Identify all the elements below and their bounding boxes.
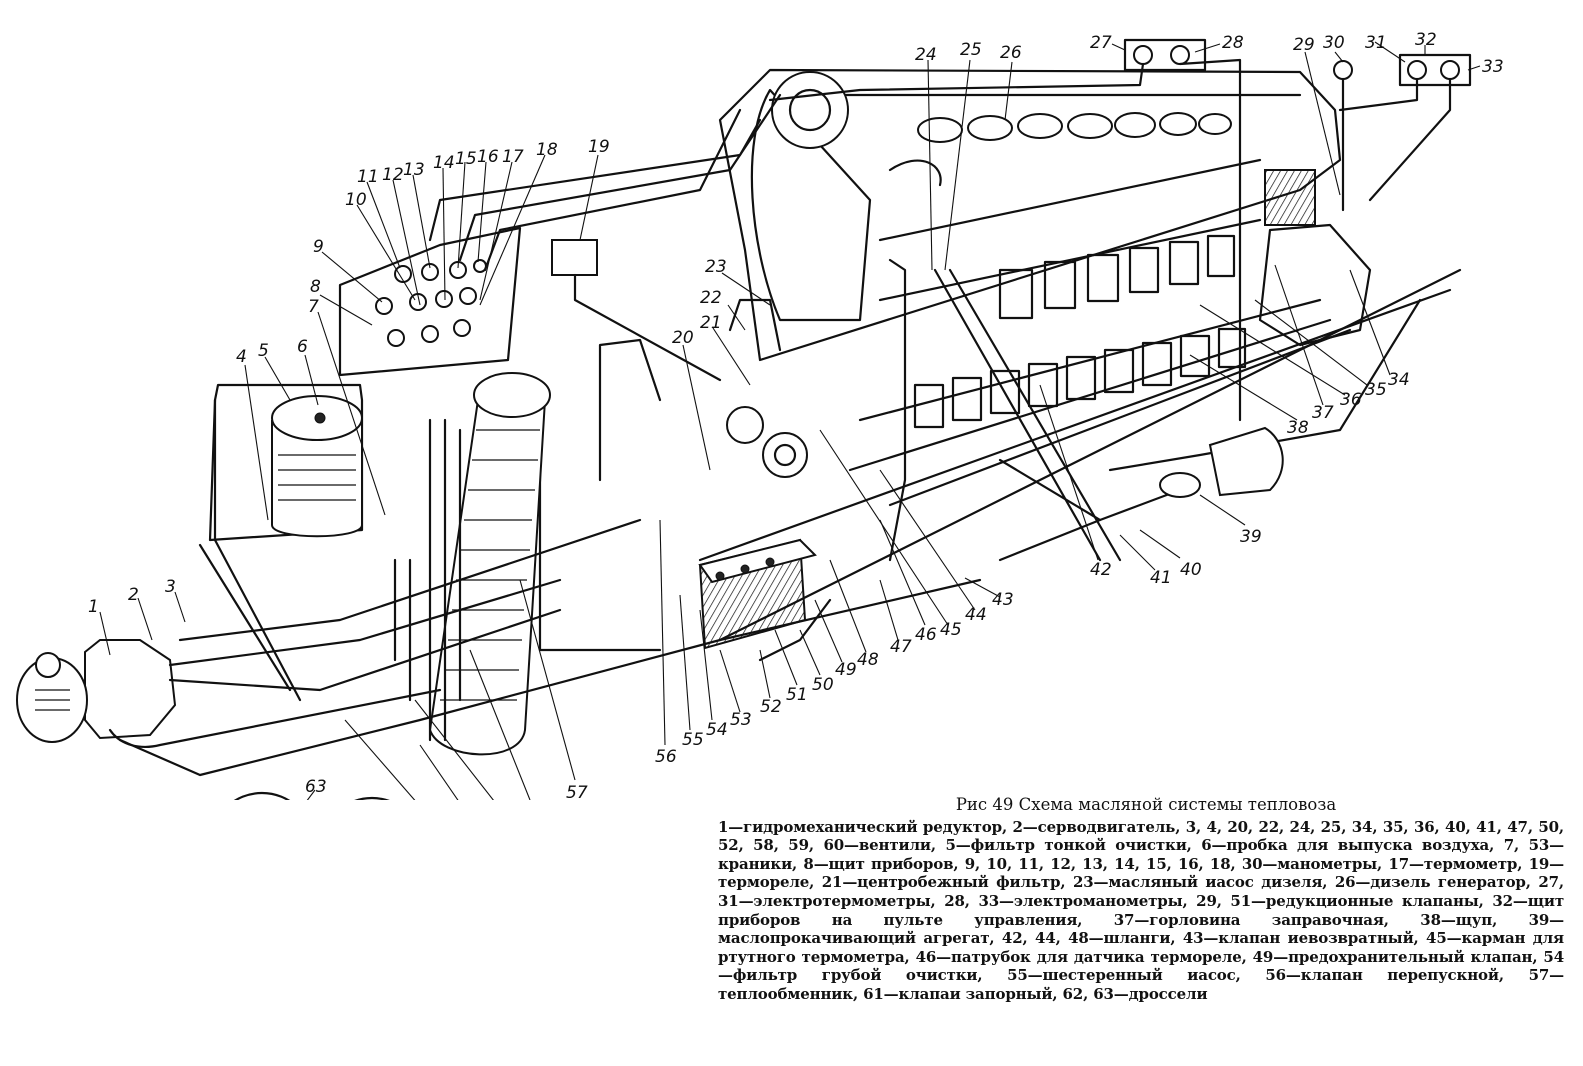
callout-40: 40 <box>1180 560 1202 580</box>
diesel-generator <box>718 68 1372 472</box>
callout-23: 23 <box>705 257 727 277</box>
callout-1: 1 <box>88 597 99 617</box>
callout-14: 14 <box>433 153 455 173</box>
callout-25: 25 <box>960 40 982 60</box>
callout-30: 30 <box>1323 33 1345 53</box>
callout-labels: 1 2 3 4 5 6 7 8 9 10 11 12 13 14 15 16 1… <box>88 30 1504 800</box>
callout-leaders <box>99 41 1481 800</box>
throttle-details <box>233 791 390 800</box>
callout-2: 2 <box>128 585 139 605</box>
callout-45: 45 <box>940 620 962 640</box>
callout-5: 5 <box>258 341 269 361</box>
callout-22: 22 <box>700 288 722 308</box>
callout-18: 18 <box>536 140 558 160</box>
callout-56: 56 <box>655 747 677 767</box>
callout-33: 33 <box>1482 57 1504 77</box>
callout-47: 47 <box>890 637 912 657</box>
callout-54: 54 <box>706 720 728 740</box>
callout-52: 52 <box>760 697 782 717</box>
callout-28: 28 <box>1222 33 1244 53</box>
callout-19: 19 <box>588 137 610 157</box>
oil-pipes <box>108 93 1422 777</box>
callout-13: 13 <box>403 160 425 180</box>
callout-44: 44 <box>965 605 987 625</box>
callout-15: 15 <box>455 149 477 169</box>
centrifugal-filter <box>726 406 808 478</box>
callout-53: 53 <box>730 710 752 730</box>
callout-49: 49 <box>835 660 857 680</box>
callout-9: 9 <box>313 237 324 257</box>
callout-20: 20 <box>672 328 694 348</box>
callout-32: 32 <box>1415 30 1437 50</box>
callout-8: 8 <box>310 277 321 297</box>
callout-36: 36 <box>1340 390 1362 410</box>
fine-filter <box>271 395 363 538</box>
callout-34: 34 <box>1388 370 1410 390</box>
callout-48: 48 <box>857 650 879 670</box>
callout-38: 38 <box>1287 418 1309 438</box>
thermal-relay <box>551 239 722 382</box>
callout-37: 37 <box>1312 403 1334 423</box>
callout-43: 43 <box>992 590 1014 610</box>
callout-29: 29 <box>1293 35 1315 55</box>
callout-50: 50 <box>812 675 834 695</box>
callout-55: 55 <box>682 730 704 750</box>
figure-title: Рис 49 Схема масляной системы тепловоза <box>955 795 1337 814</box>
callout-6: 6 <box>297 337 308 357</box>
callout-35: 35 <box>1365 380 1387 400</box>
callout-16: 16 <box>477 147 499 167</box>
callout-17: 17 <box>502 147 524 167</box>
callout-57: 57 <box>566 783 588 800</box>
callout-31: 31 <box>1365 33 1387 53</box>
callout-46: 46 <box>915 625 937 645</box>
callout-27: 27 <box>1090 33 1112 53</box>
callout-10: 10 <box>345 190 367 210</box>
callout-26: 26 <box>1000 43 1022 63</box>
callout-41: 41 <box>1150 568 1172 588</box>
heat-exchanger <box>428 372 551 756</box>
callout-3: 3 <box>165 577 176 597</box>
callout-11: 11 <box>357 167 379 187</box>
figure-legend: 1—гидромеханический редуктор, 2—серводви… <box>718 817 1564 1003</box>
callout-7: 7 <box>308 297 319 317</box>
gearbox-unit <box>16 639 177 743</box>
callout-51: 51 <box>786 685 808 705</box>
callout-21: 21 <box>700 313 722 333</box>
callout-63: 63 <box>305 777 327 797</box>
callout-42: 42 <box>1090 560 1112 580</box>
callout-24: 24 <box>915 45 937 65</box>
figure-caption: Рис 49 Схема масляной системы тепловоза … <box>718 795 1564 1004</box>
callout-39: 39 <box>1240 527 1262 547</box>
callout-12: 12 <box>382 165 404 185</box>
callout-4: 4 <box>236 347 247 367</box>
oil-system-diagram: 1 2 3 4 5 6 7 8 9 10 11 12 13 14 15 16 1… <box>16 30 1504 800</box>
control-desk-gauges <box>768 38 1472 422</box>
pumping-unit <box>1159 426 1284 498</box>
coarse-filter <box>698 538 817 650</box>
